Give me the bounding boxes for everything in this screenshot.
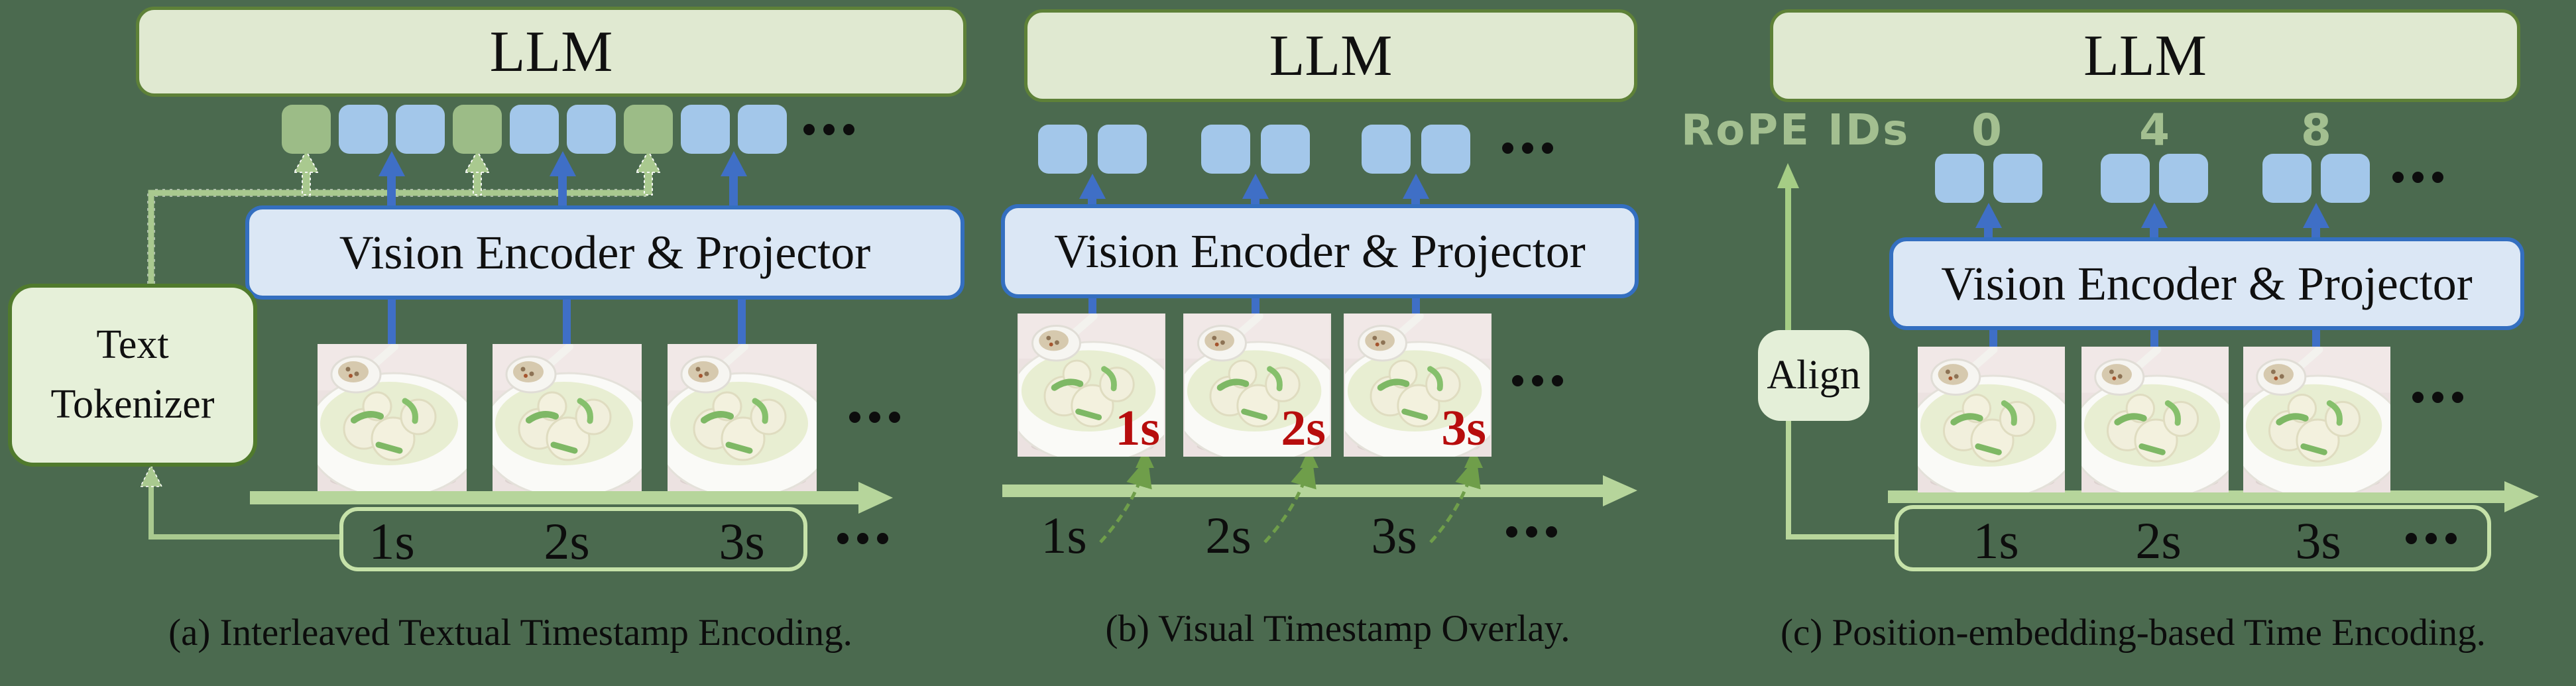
- panel-c-align-label: Align: [1767, 353, 1861, 398]
- panel-b-token-6: [1421, 125, 1470, 174]
- panel-a-timestamp-ellipsis-icon: [837, 533, 888, 544]
- panel-b-token-5: [1362, 125, 1411, 174]
- panel-c-token-3: [2101, 154, 2150, 203]
- panel-c-token-5: [2262, 154, 2312, 203]
- panel-a-vision-encoder-label: Vision Encoder & Projector: [339, 225, 871, 279]
- panel-c-timestamp-3s: 3s: [2295, 512, 2341, 569]
- panel-b-token-4: [1261, 125, 1310, 174]
- panel-c-vision-encoder-label: Vision Encoder & Projector: [1941, 257, 2473, 310]
- panel-a-token-visual-6: [738, 105, 787, 154]
- panel-c-caption: (c) Position-embedding-based Time Encodi…: [1781, 612, 2486, 654]
- panel-a-timestamp-to-tokenizer-arrow: [139, 464, 339, 540]
- panel-a-video-frame-3: [668, 344, 817, 491]
- panel-b-vision-encoder-label: Vision Encoder & Projector: [1054, 224, 1586, 278]
- panel-c-video-frame-3: [2243, 347, 2390, 492]
- panel-c-align-to-timestamp-line: [1786, 421, 1895, 540]
- panel-b-overlay-timestamp-2s: 2s: [1281, 400, 1326, 457]
- panel-a-token-visual-2: [396, 105, 445, 154]
- panel-c-token-6: [2321, 154, 2370, 203]
- panel-a-token-text-3: [624, 105, 673, 154]
- panel-b-caption: (b) Visual Timestamp Overlay.: [1105, 608, 1570, 650]
- panel-c-frame-ellipsis-icon: [2412, 392, 2463, 403]
- panel-c-timestamp-2s: 2s: [2135, 512, 2182, 569]
- panel-b-overlay-arrowheads: [1136, 448, 1483, 468]
- panel-a-llm-box: LLM: [136, 7, 966, 97]
- panel-c-rope-id-0: 0: [1971, 105, 2002, 156]
- panel-c-rope-id-8: 8: [2301, 105, 2331, 156]
- panel-b-timestamp-1s: 1s: [1041, 506, 1087, 564]
- panel-b-token-3: [1201, 125, 1250, 174]
- panel-c-timeline-arrow: [1888, 481, 2539, 512]
- panel-b-llm-label: LLM: [1269, 23, 1393, 88]
- panel-a-token-visual-5: [681, 105, 730, 154]
- panel-a-video-frame-1: [318, 344, 467, 491]
- panel-c-align-up-arrow: [1777, 163, 1799, 331]
- panel-a-token-visual-1: [339, 105, 388, 154]
- panel-c-rope-id-4: 4: [2139, 105, 2170, 156]
- panel-a-visual-token-arrows: [379, 151, 747, 208]
- panel-a-timestamp-2s: 2s: [544, 512, 590, 570]
- panel-c-llm-label: LLM: [2083, 23, 2207, 88]
- panel-c-vision-encoder-box: Vision Encoder & Projector: [1889, 237, 2524, 330]
- panel-c-video-frame-2: [2081, 347, 2229, 492]
- panel-c-rope-ids-label: RoPE IDs: [1681, 106, 1910, 155]
- panel-b-overlay-timestamp-3s: 3s: [1441, 400, 1486, 457]
- panel-c-timestamp-box: [1895, 505, 2491, 571]
- panel-b-timestamp-ellipsis-icon: [1506, 526, 1557, 538]
- panel-c-token-2: [1993, 154, 2042, 203]
- panel-b-video-frame-2: 2s: [1183, 314, 1331, 457]
- panel-a-token-ellipsis-icon: [803, 124, 854, 135]
- panel-a-timestamp-3s: 3s: [719, 512, 765, 570]
- panel-b-video-frame-3: 3s: [1344, 314, 1492, 457]
- panel-c-token-1: [1935, 154, 1984, 203]
- panel-b-token-1: [1038, 125, 1087, 174]
- panel-a-token-visual-3: [510, 105, 559, 154]
- panel-a-token-visual-4: [567, 105, 616, 154]
- panel-b-timestamp-3s: 3s: [1371, 506, 1417, 564]
- panel-a-text-token-route: [147, 189, 648, 284]
- panel-c-token-ellipsis-icon: [2392, 172, 2443, 183]
- panel-c-llm-box: LLM: [1770, 9, 2520, 102]
- panel-c-timestamp-ellipsis-icon: [2406, 533, 2457, 544]
- panel-b-frame-ellipsis-icon: [1512, 375, 1563, 386]
- panel-b-timeline-arrow: [1002, 475, 1637, 506]
- panel-b-visual-token-arrows: [1079, 174, 1429, 205]
- panel-a-vision-encoder-box: Vision Encoder & Projector: [245, 205, 965, 300]
- panel-c-visual-token-arrows: [1975, 203, 2329, 239]
- panel-c-token-4: [2159, 154, 2208, 203]
- panel-b-vision-encoder-box: Vision Encoder & Projector: [1001, 204, 1639, 298]
- panel-b-llm-box: LLM: [1024, 9, 1637, 102]
- panel-c-image-stubs: [1989, 329, 2320, 349]
- panel-a-timeline-arrow: [250, 482, 893, 514]
- panel-a-timestamp-1s: 1s: [369, 512, 415, 570]
- panel-a-llm-label: LLM: [489, 19, 613, 84]
- panel-a-frame-ellipsis-icon: [849, 412, 900, 423]
- panel-b-overlay-timestamp-1s: 1s: [1115, 400, 1160, 457]
- panel-c-video-frame-1: [1918, 347, 2065, 492]
- panel-b-token-ellipsis-icon: [1502, 143, 1553, 154]
- panel-b-token-2: [1098, 125, 1147, 174]
- panel-a-token-text-1: [282, 105, 331, 154]
- panel-a-timestamp-box: [339, 507, 807, 571]
- panel-a-image-stubs: [388, 298, 746, 346]
- panel-a-video-frame-2: [493, 344, 642, 491]
- panel-a-token-text-2: [453, 105, 502, 154]
- panel-b-label-to-image-arrows: [1099, 457, 1481, 543]
- panel-a-caption: (a) Interleaved Textual Timestamp Encodi…: [168, 612, 852, 654]
- panel-b-image-stubs: [1088, 297, 1420, 315]
- panel-a-text-token-arrows: [293, 150, 662, 196]
- panel-b-video-frame-1: 1s: [1018, 314, 1165, 457]
- panel-c-timestamp-1s: 1s: [1973, 512, 2019, 569]
- panel-c-align-box: Align: [1758, 330, 1869, 421]
- panel-b-timestamp-2s: 2s: [1205, 506, 1252, 564]
